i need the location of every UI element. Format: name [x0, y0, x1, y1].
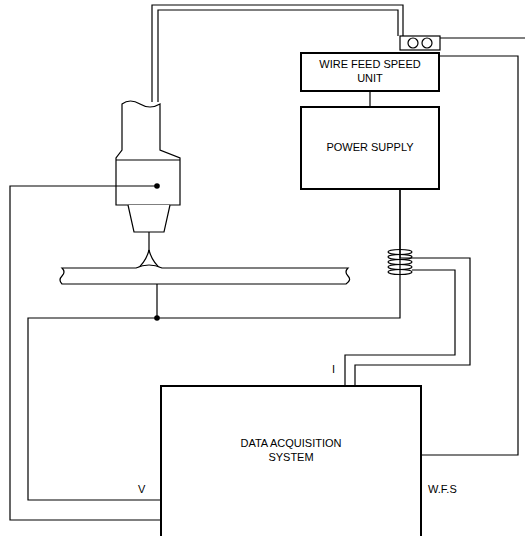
return-cable: [157, 190, 400, 318]
node-text: WIRE FEED SPEED UNIT: [302, 58, 438, 86]
voltage-lead: [10, 186, 160, 520]
torch-nozzle: [128, 205, 170, 232]
data-acquisition-box: DATA ACQUISITION SYSTEM: [160, 385, 422, 536]
wire-connector: [355, 190, 470, 385]
junction-dot: [154, 183, 160, 189]
feed-rollers: [400, 36, 440, 50]
wire-feed-unit-box: WIRE FEED SPEED UNIT: [300, 52, 440, 92]
current-label: I: [331, 363, 336, 375]
voltage-label: V: [137, 483, 146, 495]
coil-winding: [388, 265, 412, 270]
feed-roller: [408, 38, 418, 48]
power-supply-box: POWER SUPPLY: [300, 106, 440, 190]
junction-dot: [154, 315, 160, 321]
workpiece: [60, 265, 350, 284]
node-text: DATA ACQUISITION SYSTEM: [230, 437, 352, 465]
wire-line: [440, 37, 525, 38]
electrode-wire: [148, 232, 149, 252]
torch-body: [116, 101, 180, 205]
feed-roller: [422, 38, 432, 48]
wfs-label: W.F.S: [427, 483, 458, 495]
node-text: POWER SUPPLY: [320, 141, 419, 155]
torch-body: [116, 159, 180, 160]
voltage-lead: [28, 284, 160, 500]
coil-winding: [388, 270, 412, 275]
sensor-lead: [345, 270, 455, 385]
coil-winding: [388, 260, 412, 265]
wire-connector: [370, 92, 371, 106]
